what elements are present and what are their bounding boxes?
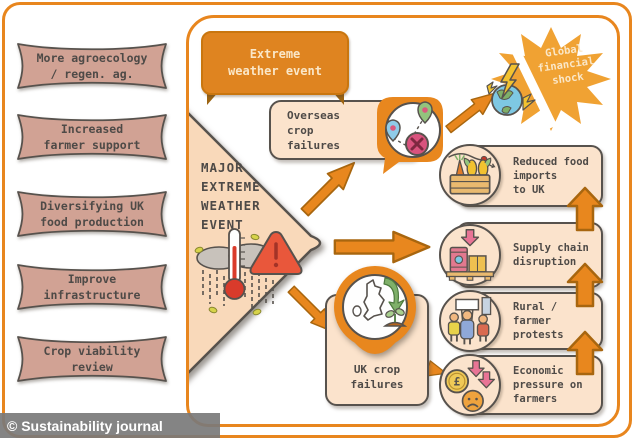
flow-arrow-to-uk <box>287 285 335 333</box>
supply-chain-disruption-label: Supply chain disruption <box>513 242 589 268</box>
plaque-infrastructure: Improve infrastructure <box>13 257 171 317</box>
global-financial-shock-burst <box>486 18 611 131</box>
major-event-diamond <box>189 112 322 374</box>
extreme-weather-banner: Extreme weather event <box>201 31 349 95</box>
flow-arrow-up-1 <box>566 186 604 232</box>
reduced-food-imports-label: Reduced food imports to UK <box>513 156 589 196</box>
plaque-farmer-support: Increased farmer support <box>13 107 171 167</box>
flow-arrow-to-global-shock <box>445 92 496 134</box>
plaque-agroecology: More agroecology / regen. ag. <box>13 36 171 96</box>
flow-arrow-to-supply-chain <box>333 230 431 264</box>
plaque-diversifying: Diversifying UK food production <box>13 184 171 244</box>
plaque-shape <box>17 191 167 237</box>
pallet-boxes-icon <box>439 224 501 286</box>
watermark: © Sustainability journal <box>0 413 220 438</box>
flow-arrow-to-overseas <box>300 161 356 217</box>
map-pins-crossed-icon <box>377 97 443 174</box>
major-event-label: MAJOR EXTREME WEATHER EVENT <box>201 160 261 232</box>
overseas-crop-failures-label: Overseas crop failures <box>287 108 340 152</box>
plaque-shape <box>17 114 167 160</box>
svg-text:£: £ <box>454 375 461 388</box>
rural-farmer-protests-label: Rural / farmer protests <box>513 301 564 341</box>
plaque-shape <box>17 264 167 310</box>
plaque-shape <box>17 43 167 89</box>
plaque-shape <box>17 336 167 382</box>
storm-warning-icon <box>194 228 303 316</box>
globe-lightning-icon <box>486 63 536 116</box>
plaque-label: Diversifying UK food production <box>40 199 144 229</box>
flow-panel: Extreme weather event MAJOR EXTREME WEAT… <box>186 15 620 427</box>
flow-arrow-up-2 <box>566 262 604 308</box>
plaque-label: Increased farmer support <box>43 122 141 152</box>
protest-icon <box>439 290 501 352</box>
plaque-crop-viability: Crop viability review <box>13 329 171 389</box>
economic-pressure-label: Economic pressure on farmers <box>513 365 583 405</box>
plaque-label: Improve infrastructure <box>43 272 141 302</box>
uk-crop-failures-label: UK crop failures <box>350 363 404 391</box>
plaque-label: More agroecology / regen. ag. <box>36 51 148 81</box>
coin-sad-face-icon: £ <box>439 354 501 416</box>
uk-map-pin-icon <box>334 266 416 354</box>
flow-arrow-up-3 <box>566 330 604 376</box>
plaque-label: Crop viability review <box>43 344 141 374</box>
food-crate-icon <box>439 144 501 206</box>
